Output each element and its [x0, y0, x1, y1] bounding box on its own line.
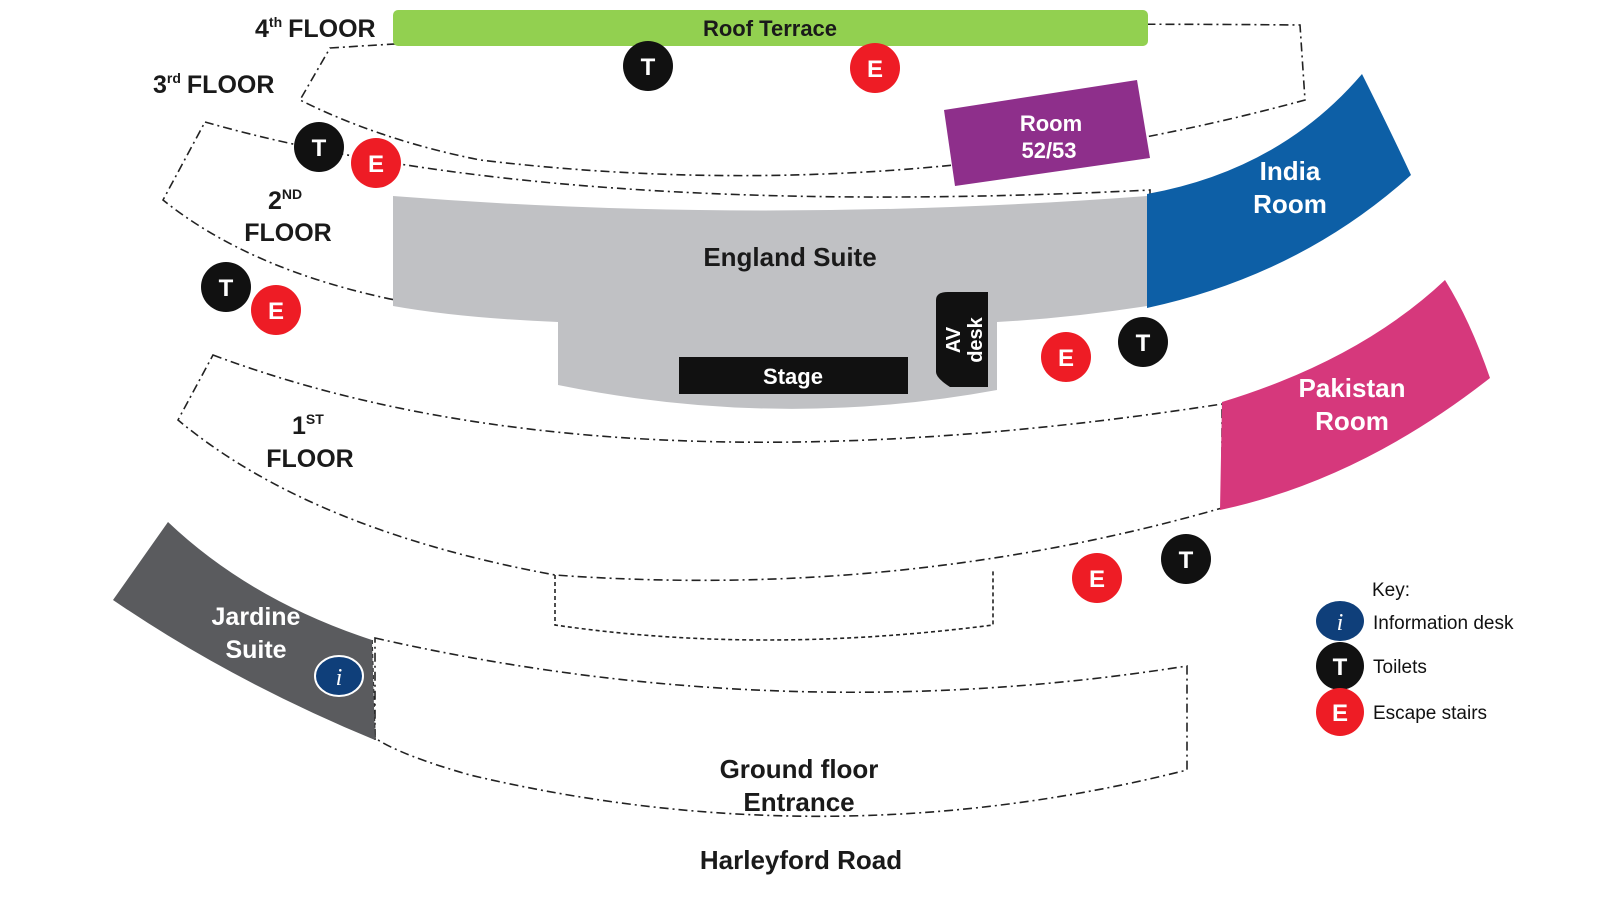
av-desk-label-line1: AV	[943, 326, 965, 353]
roof-terrace[interactable]	[393, 10, 1148, 46]
pakistan-room[interactable]	[1220, 280, 1490, 510]
legend-info-icon: i	[1316, 601, 1364, 641]
toilet-marker: T	[1118, 317, 1168, 367]
escape-marker: E	[1041, 332, 1091, 382]
stage[interactable]	[679, 357, 908, 394]
ground-floor-label-line1: Ground floor	[720, 754, 879, 784]
first-floor-label-word: FLOOR	[266, 445, 354, 473]
first-floor-lobe-outline	[554, 570, 994, 641]
first-floor-label-num: 1ST	[292, 411, 324, 440]
legend-info-label: Information desk	[1373, 613, 1514, 634]
ground-floor-outline	[374, 636, 1188, 818]
legend-title: Key:	[1372, 580, 1410, 601]
escape-marker: E	[1072, 553, 1122, 603]
india-room-label-line1: India	[1260, 156, 1321, 186]
svg-text:E: E	[368, 151, 384, 178]
ground-floor-label-line2: Entrance	[743, 787, 854, 817]
room-52-53[interactable]	[944, 80, 1150, 186]
svg-text:T: T	[219, 275, 234, 302]
svg-text:T: T	[1333, 654, 1348, 681]
legend-escape-icon: E	[1316, 688, 1364, 736]
av-desk[interactable]	[936, 292, 988, 387]
room-52-53-label-line2: 52/53	[1021, 138, 1076, 163]
svg-text:E: E	[1058, 345, 1074, 372]
svg-text:E: E	[867, 56, 883, 83]
roof-terrace-label: Roof Terrace	[703, 16, 837, 41]
toilet-marker: T	[1161, 534, 1211, 584]
jardine-suite[interactable]	[113, 522, 375, 740]
legend-escape-label: Escape stairs	[1373, 703, 1487, 724]
svg-text:E: E	[268, 298, 284, 325]
second-floor-label-word: FLOOR	[244, 219, 332, 247]
india-room[interactable]	[1147, 74, 1411, 308]
jardine-suite-label-line2: Suite	[225, 636, 286, 664]
england-suite-label: England Suite	[703, 242, 876, 272]
toilet-marker: T	[623, 41, 673, 91]
india-room-label-line2: Room	[1253, 189, 1327, 219]
jardine-suite-label-line1: Jardine	[212, 603, 301, 631]
svg-text:i: i	[1337, 610, 1344, 636]
stage-label: Stage	[763, 364, 823, 389]
pakistan-room-label-line1: Pakistan	[1299, 373, 1406, 403]
escape-marker: E	[351, 138, 401, 188]
svg-text:T: T	[1179, 547, 1194, 574]
av-desk-label-line2: desk	[965, 316, 987, 362]
first-floor-outline	[176, 354, 1223, 582]
svg-text:E: E	[1089, 566, 1105, 593]
road-label: Harleyford Road	[700, 845, 902, 875]
svg-text:i: i	[336, 665, 343, 691]
legend: Key: i Information desk T Toilets E Esca…	[1316, 580, 1514, 736]
legend-toilet-icon: T	[1316, 642, 1364, 690]
svg-text:T: T	[312, 135, 327, 162]
svg-text:T: T	[641, 54, 656, 81]
escape-marker: E	[850, 43, 900, 93]
escape-marker: E	[251, 285, 301, 335]
third-floor-outline	[298, 23, 1306, 177]
info-desk-marker: i	[314, 655, 364, 697]
pakistan-room-label-line2: Room	[1315, 406, 1389, 436]
toilet-marker: T	[201, 262, 251, 312]
second-floor-label-num: 2ND	[268, 186, 302, 215]
svg-text:E: E	[1332, 700, 1348, 727]
toilet-marker: T	[294, 122, 344, 172]
room-52-53-label-line1: Room	[1020, 111, 1082, 136]
second-floor-outline	[161, 121, 1151, 318]
svg-text:T: T	[1136, 330, 1151, 357]
legend-toilet-label: Toilets	[1373, 657, 1427, 678]
